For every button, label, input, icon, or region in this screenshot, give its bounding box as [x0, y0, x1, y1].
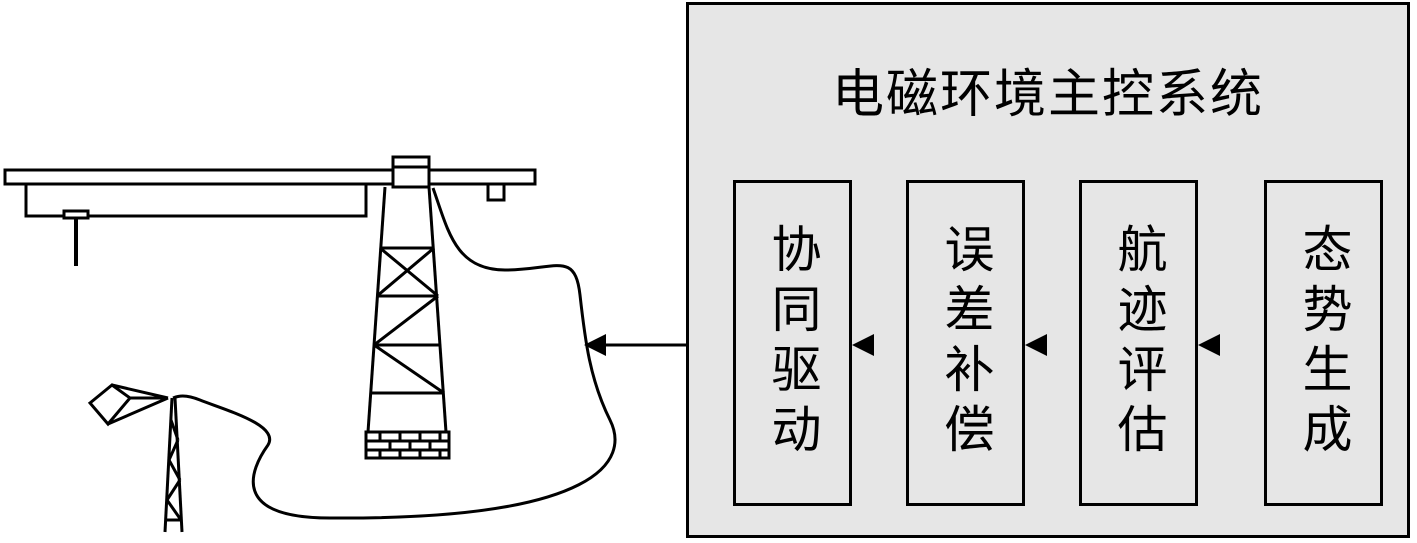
- module-label: 航迹评估: [1109, 223, 1168, 463]
- module-coordinated-drive: 协同驱动: [733, 180, 852, 506]
- lattice-tower-icon: [364, 155, 451, 460]
- module-label: 态势生成: [1294, 223, 1353, 463]
- module-label: 协同驱动: [763, 223, 822, 463]
- module-track-evaluation: 航迹评估: [1079, 180, 1198, 506]
- crane-track-icon: [3, 168, 537, 266]
- module-situation-generation: 态势生成: [1264, 180, 1383, 506]
- signal-cable-icon: [172, 187, 617, 520]
- dish-antenna-icon: [87, 383, 184, 533]
- module-label: 误差补偿: [936, 223, 995, 463]
- module-error-compensation: 误差补偿: [906, 180, 1025, 506]
- system-title: 电磁环境主控系统: [831, 65, 1264, 125]
